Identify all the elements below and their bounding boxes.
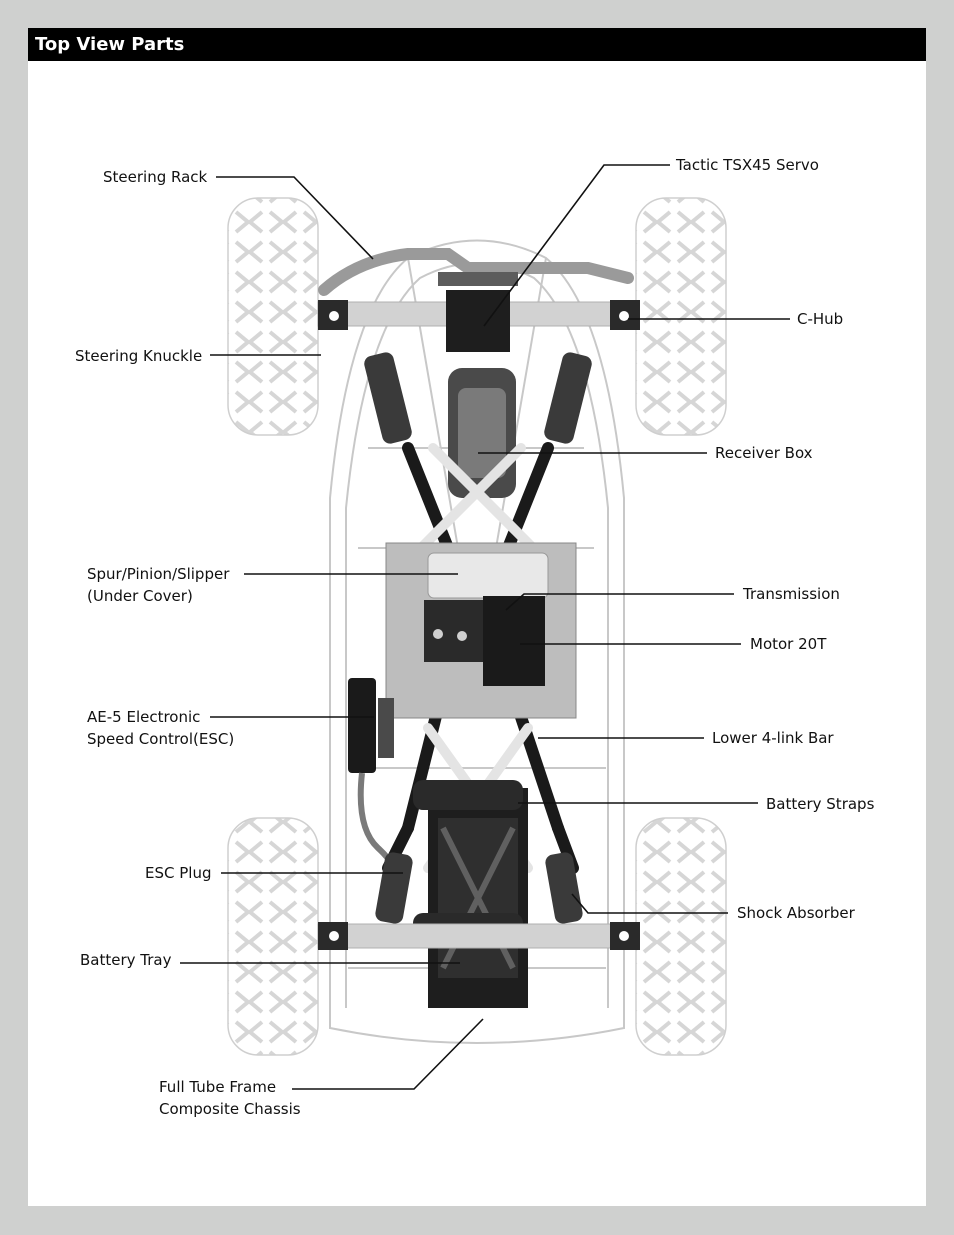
leader-servo <box>483 164 670 327</box>
label-motor: Motor 20T <box>750 635 827 653</box>
label-c-hub: C-Hub <box>797 310 844 328</box>
front-shocks <box>364 352 592 444</box>
battery-tray <box>428 788 528 1008</box>
label-steering-knuckle: Steering Knuckle <box>75 347 203 365</box>
motor-body <box>483 596 545 686</box>
section-title: Top View Parts <box>28 28 926 61</box>
servo-body <box>446 290 510 352</box>
rear-axle <box>317 922 640 950</box>
steering-rack-bar <box>318 248 634 296</box>
label-lower-link: Lower 4-link Bar <box>712 729 834 747</box>
label-esc-plug: ESC Plug <box>145 864 212 882</box>
leader-frame <box>292 1018 484 1090</box>
leader-steering-rack <box>216 176 374 260</box>
label-spur-pinion-slipper: Spur/Pinion/Slipper(Under Cover) <box>87 565 230 605</box>
leader-transmission <box>505 593 734 611</box>
label-steering-rack: Steering Rack <box>103 168 208 186</box>
leader-lines <box>180 164 790 1090</box>
esc-body <box>348 678 376 773</box>
tire-rear-right <box>635 817 727 1056</box>
label-servo: Tactic TSX45 Servo <box>676 156 819 174</box>
label-shock-absorber: Shock Absorber <box>737 904 855 922</box>
tire-front-left <box>227 197 319 436</box>
tire-front-right <box>635 197 727 436</box>
tire-rear-left <box>227 817 319 1056</box>
label-transmission: Transmission <box>743 585 840 603</box>
rear-shocks <box>375 852 583 924</box>
chassis-top-view-diagram <box>180 164 790 1090</box>
leader-shock-absorber <box>571 893 728 914</box>
label-receiver-box: Receiver Box <box>715 444 813 462</box>
manual-page: Top View Parts <box>28 28 926 1206</box>
label-battery-tray: Battery Tray <box>80 951 172 969</box>
battery-strap-front <box>413 780 523 810</box>
label-battery-straps: Battery Straps <box>766 795 875 813</box>
tires <box>227 197 727 1056</box>
